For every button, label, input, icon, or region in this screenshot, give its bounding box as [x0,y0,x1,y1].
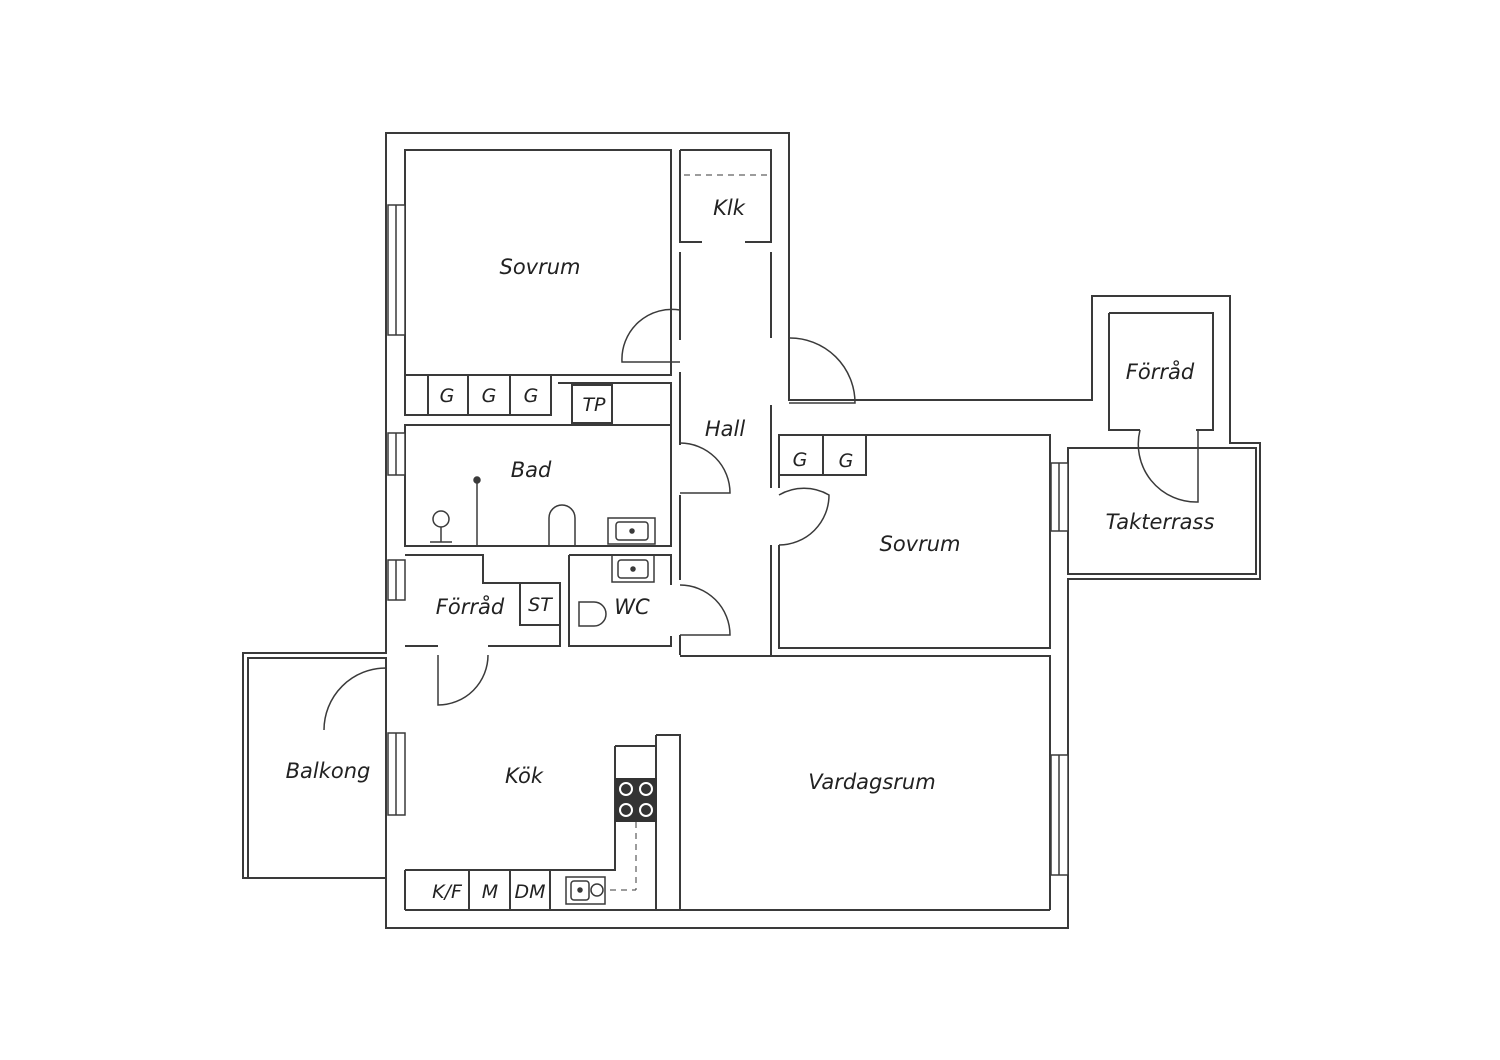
door-swing-icon [679,584,731,636]
wall-balkong [247,657,387,879]
door-swing-icon [621,308,681,363]
door-swing-icon [1137,429,1199,503]
wall-kitchen-divider [655,734,681,910]
sink-icon [607,517,656,545]
door-swing-icon [437,654,489,706]
kitchen-sink-icon [565,876,606,905]
wardrobe-label: G [524,385,539,407]
wall-klk [679,149,772,243]
room-label-bad: Bad [511,458,552,482]
wardrobe-label: G [482,385,497,407]
room-label-balkong: Balkong [286,759,371,783]
kitchen-label-kf: K/F [432,881,463,903]
st-label: ST [528,594,553,616]
kitchen-label-dm: DM [514,881,545,903]
toilet-icon [578,601,607,627]
wall-vardagsrum [680,655,1051,910]
shower-icon [430,476,481,545]
tp-label: TP [582,394,606,416]
wardrobe-label: G [793,449,808,471]
room-label-takterrass: Takterrass [1106,510,1215,534]
room-label-vardagsrum: Vardagsrum [808,770,935,794]
wardrobe-label: G [839,450,854,472]
wardrobe-row-top [404,374,552,416]
sink-icon [611,554,655,583]
wall-wc [568,554,672,647]
kitchen-label-m: M [482,881,498,903]
room-label-kok: Kök [505,764,544,788]
st-box [519,582,561,626]
room-label-sovrum-right: Sovrum [879,532,960,556]
wall-forrad-terrace [1108,312,1214,431]
wall-bad [404,424,672,547]
room-label-hall: Hall [705,417,745,441]
room-label-wc: WC [614,595,650,619]
toilet-icon [548,504,576,546]
walls [242,132,1261,929]
door-swing-icon [323,667,387,731]
door-swing-icon [778,487,830,546]
room-label-forrad-terrace: Förråd [1126,359,1195,384]
door-swing-icon [679,442,731,494]
room-label-forrad-small: Förråd [436,594,505,619]
stove-icon [615,778,657,822]
room-label-sovrum-top: Sovrum [499,255,580,279]
kitchen-counter [404,745,656,910]
tp-box [571,384,613,424]
wardrobe-label: G [440,385,455,407]
room-label-klk: Klk [713,196,746,220]
outer-wall-outline [242,132,1261,929]
door-swing-icon [788,337,856,404]
